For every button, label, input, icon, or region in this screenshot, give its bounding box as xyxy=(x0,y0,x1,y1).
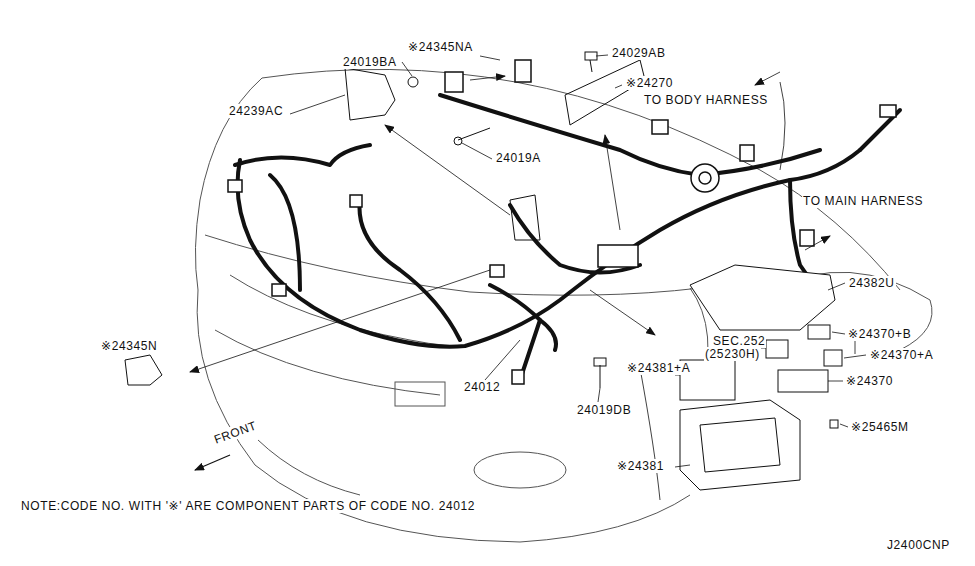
callout-number: 24019DB xyxy=(576,403,632,417)
callout-number: ※24270 xyxy=(625,76,674,90)
note-text: NOTE:CODE NO. WITH '※' ARE COMPONENT PAR… xyxy=(20,499,476,513)
callout-number: ※24370+B xyxy=(847,327,912,341)
callout-number: 24019A xyxy=(495,151,542,165)
callout-number: 24012 xyxy=(463,380,501,394)
front-indicator: FRONT xyxy=(211,418,259,447)
drawing-code: J2400CNP xyxy=(886,538,951,552)
direction-note: TO BODY HARNESS xyxy=(643,93,769,107)
callout-number: ※24345NA xyxy=(407,40,474,54)
callout-number: 24019BA xyxy=(342,55,398,69)
callout-number: ※24370 xyxy=(845,374,894,388)
callout-number: ※24345N xyxy=(100,339,158,353)
direction-note: TO MAIN HARNESS xyxy=(802,194,924,208)
section-ref: SEC.252 xyxy=(712,334,766,348)
callout-number: 24382U xyxy=(848,276,896,290)
callout-number: 24239AC xyxy=(228,104,284,118)
callout-number: ※24381 xyxy=(616,459,665,473)
section-ref: (25230H) xyxy=(704,347,761,361)
callout-number: ※24370+A xyxy=(869,348,934,362)
callout-number: 24029AB xyxy=(611,46,667,60)
callout-number: ※25465M xyxy=(850,420,910,434)
callout-number: ※24381+A xyxy=(626,361,691,375)
